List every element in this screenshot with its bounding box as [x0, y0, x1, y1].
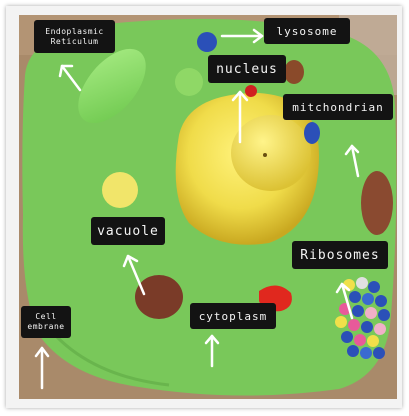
label-vacuole: vacuole [91, 217, 165, 245]
label-mitochondrian: mitchondrian [283, 94, 393, 120]
vacuole-model [102, 172, 138, 208]
small-green-ball [175, 68, 203, 96]
brown-ball [135, 275, 183, 319]
label-cytoplasm: cytoplasm [190, 303, 276, 329]
label-nucleus: nucleus [208, 55, 286, 83]
mitochondria-model [361, 171, 393, 235]
nucleolus-model [231, 115, 311, 191]
label-cell-membrane: Cell embrane [21, 306, 71, 338]
label-lysosome: lysosome [264, 18, 350, 44]
label-ribosomes: Ribosomes [292, 241, 388, 269]
blue-ball [197, 32, 217, 52]
label-endoplasmic-reticulum: Endoplasmic Reticulum [34, 20, 115, 53]
